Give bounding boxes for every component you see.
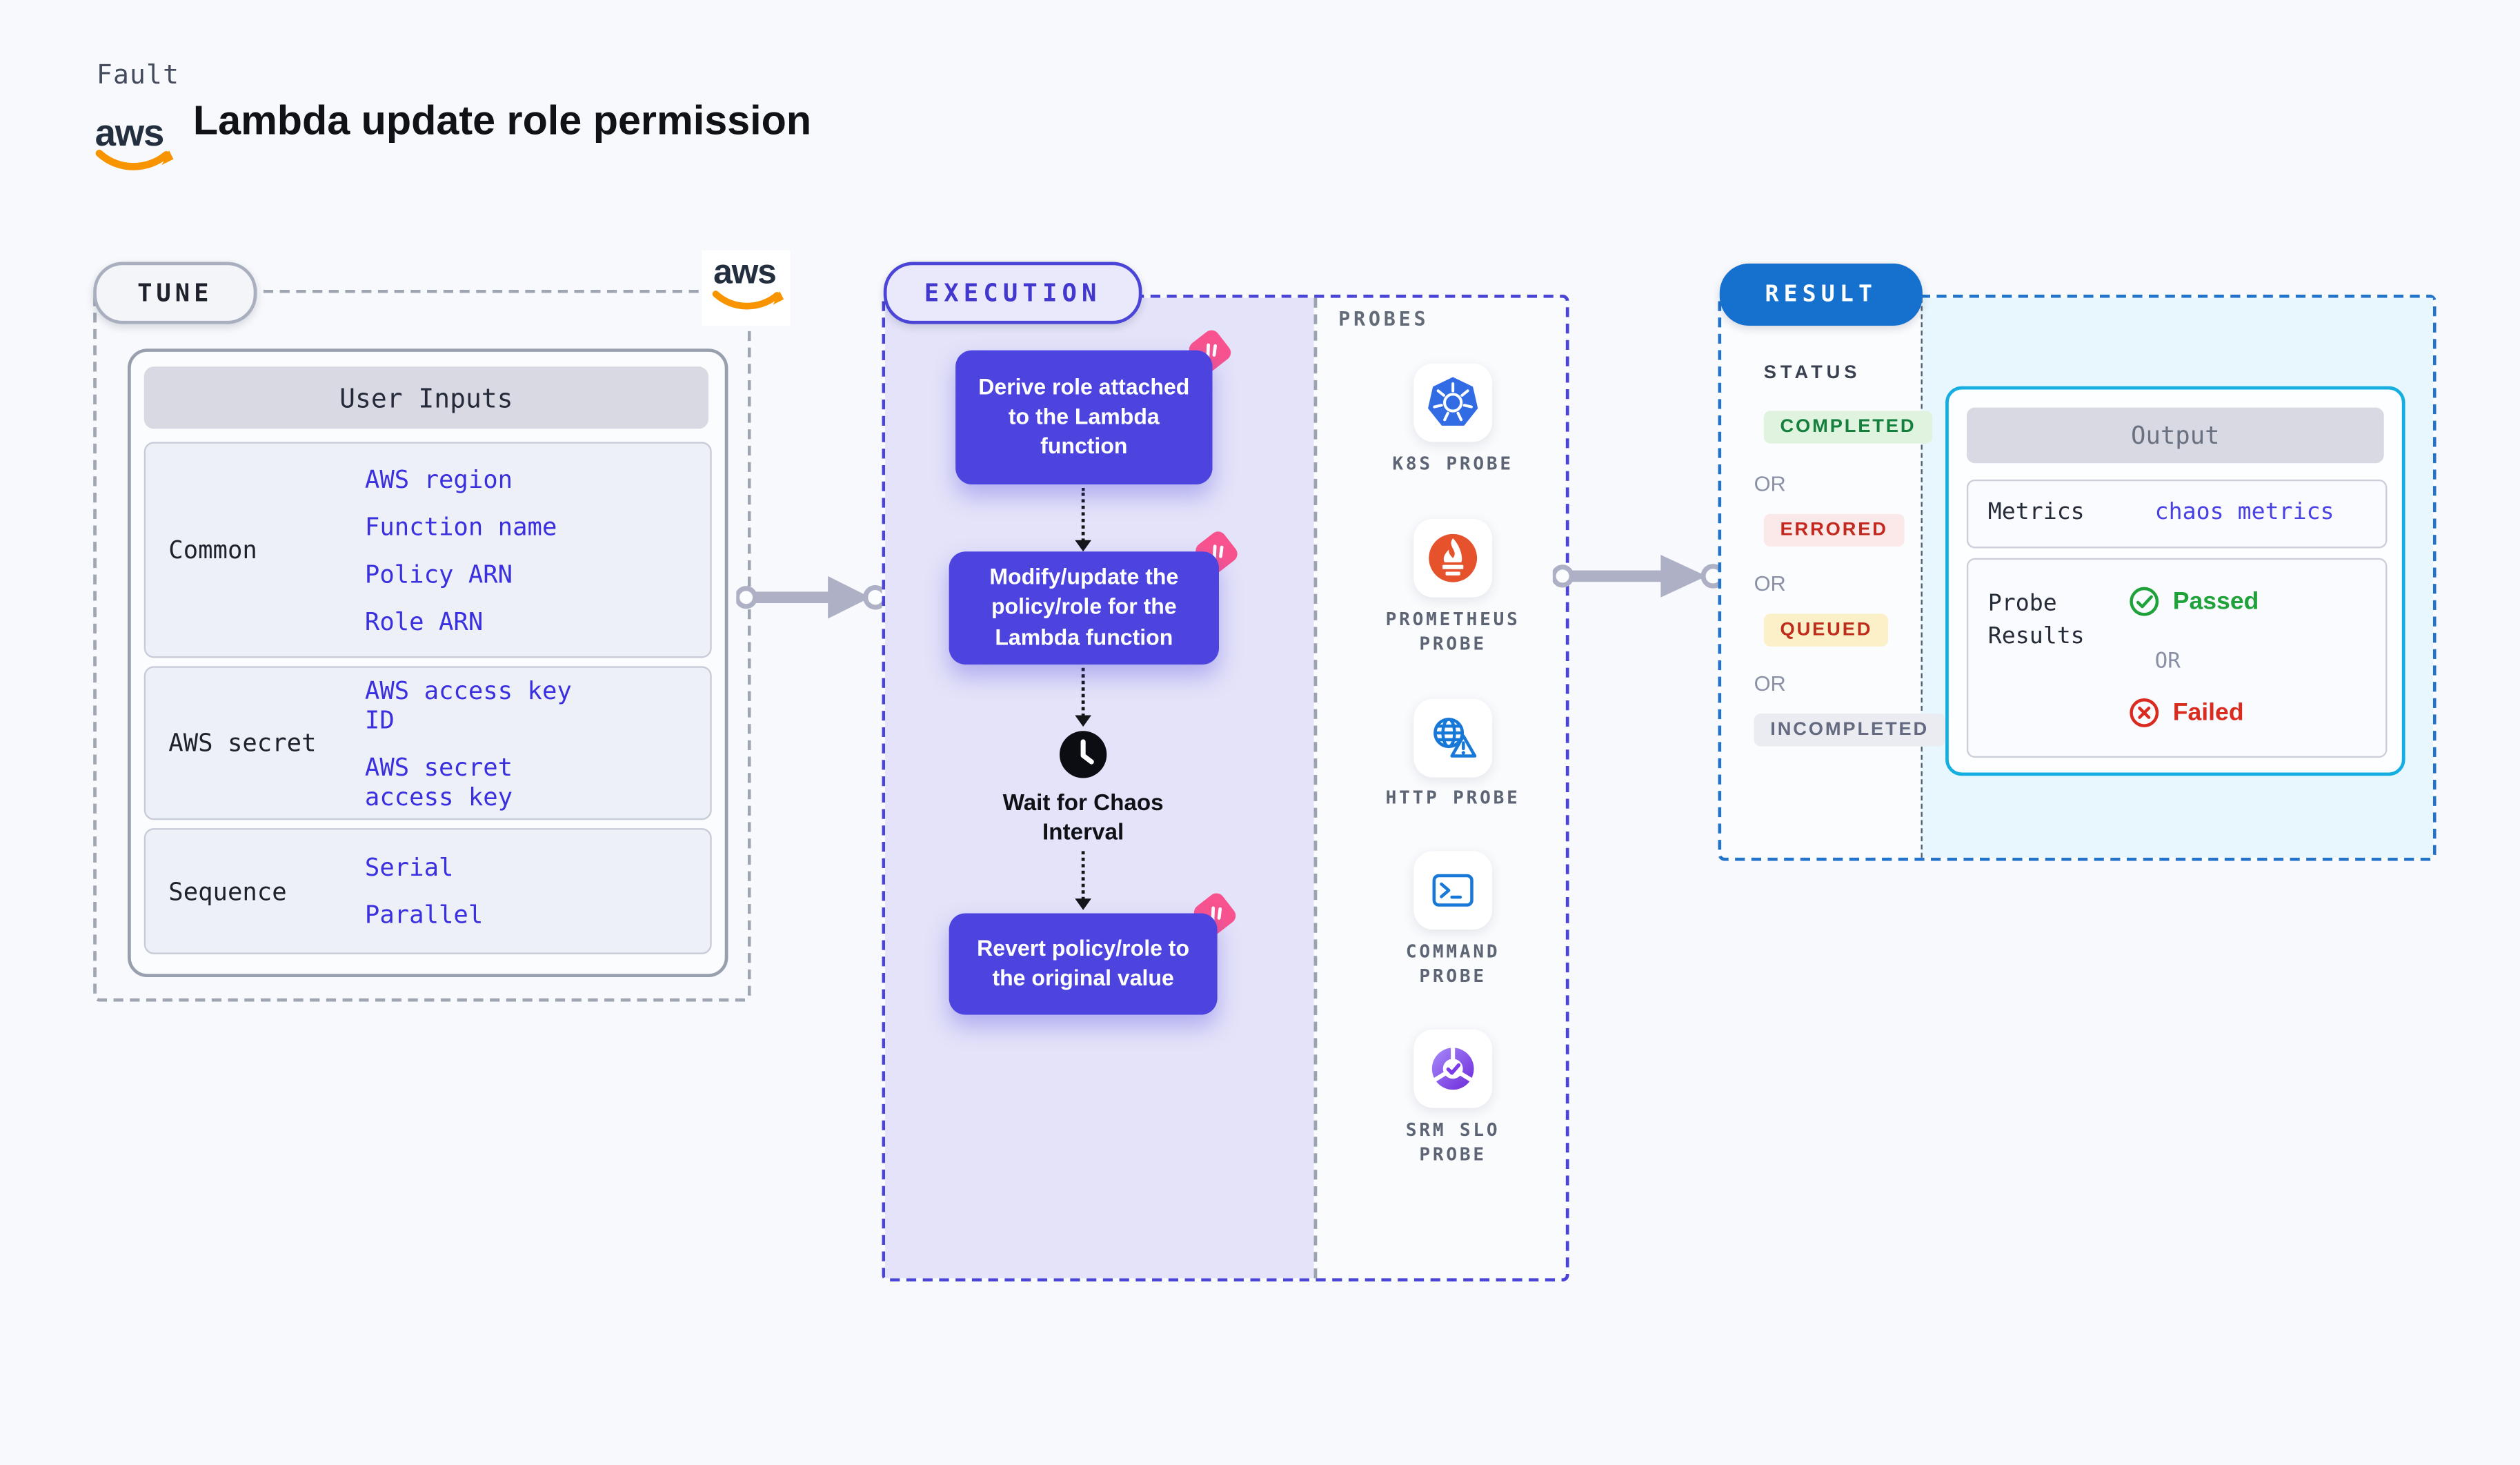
- user-inputs-header: User Inputs: [143, 366, 708, 429]
- failed-label: Failed: [2172, 698, 2244, 727]
- output-header: Output: [1966, 407, 2384, 464]
- probe-card-prometheus: [1413, 518, 1493, 598]
- user-inputs-row-sequence: Sequence Serial Parallel: [143, 828, 712, 954]
- probes-divider: [1313, 297, 1318, 1279]
- aws-logo-text: aws: [95, 111, 165, 154]
- row-label: Sequence: [168, 876, 287, 906]
- metrics-label: Metrics: [1987, 499, 2085, 526]
- passed-check-icon: [2130, 587, 2159, 616]
- fault-eyebrow: Fault: [96, 59, 180, 90]
- kubernetes-icon: [1428, 377, 1478, 426]
- arrow-tune-to-execution: [736, 576, 887, 619]
- wait-interval-label: Wait for Chaos Interval: [1002, 789, 1164, 845]
- user-inputs-card: User Inputs Common AWS region Function n…: [128, 348, 728, 977]
- tune-aws-logo: aws: [702, 250, 791, 326]
- result-divider: [1921, 297, 1923, 858]
- status-badge-errored: ERRORED: [1763, 513, 1905, 547]
- input-value: Parallel: [364, 900, 484, 930]
- aws-smile-icon: [712, 291, 784, 310]
- input-value: AWS secret access key: [364, 751, 513, 812]
- execution-pill: EXECUTION: [883, 262, 1142, 324]
- output-row-probe-results: Probe Results Passed OR Failed: [1966, 558, 2388, 758]
- probe-card-http: [1413, 698, 1493, 778]
- tune-section-frame: [93, 289, 751, 1002]
- status-badge-queued: QUEUED: [1763, 613, 1889, 647]
- probe-label: HTTP PROBE: [1385, 787, 1520, 809]
- aws-smile-icon: [95, 149, 174, 170]
- failed-x-icon: [2130, 698, 2159, 727]
- output-row-metrics: Metrics chaos metrics: [1966, 479, 2388, 549]
- step-label: Modify/update the policy/role for the La…: [949, 551, 1219, 665]
- probe-results-label: Probe Results: [1987, 591, 2085, 649]
- status-badge-incompleted: INCOMPLETED: [1754, 714, 1945, 747]
- input-value: AWS region: [364, 464, 513, 494]
- failed-line: Failed: [2129, 697, 2244, 728]
- flow-connector: [1075, 851, 1091, 910]
- input-value: Function name: [364, 511, 557, 541]
- flow-connector: [1075, 667, 1091, 727]
- or-separator: OR: [1754, 471, 1786, 496]
- command-icon: [1432, 874, 1474, 907]
- step-modify-policy: Modify/update the policy/role for the La…: [949, 528, 1241, 665]
- input-value: Serial: [364, 852, 454, 883]
- output-card: Output Metrics chaos metrics Probe Resul…: [1945, 386, 2405, 776]
- step-label: Derive role attached to the Lambda funct…: [955, 350, 1213, 485]
- probes-heading: PROBES: [1338, 307, 1429, 331]
- input-value: AWS access key ID: [364, 675, 572, 734]
- row-label: AWS secret: [168, 728, 317, 758]
- arrow-execution-to-result: [1552, 555, 1726, 598]
- input-value: Policy ARN: [364, 558, 513, 589]
- or-separator: OR: [1754, 571, 1786, 596]
- clock-icon: [1059, 731, 1107, 778]
- probe-label: PROMETHEUS PROBE: [1385, 609, 1520, 655]
- prometheus-icon: [1429, 533, 1478, 582]
- probe-label: COMMAND PROBE: [1405, 941, 1500, 987]
- probe-card-command: [1413, 851, 1493, 930]
- user-inputs-row-common: Common AWS region Function name Policy A…: [143, 442, 712, 658]
- probe-card-srm-slo: [1413, 1029, 1493, 1108]
- step-label: Revert policy/role to the original value: [949, 913, 1218, 1015]
- srm-slo-icon: [1431, 1046, 1474, 1090]
- input-value: Role ARN: [364, 606, 484, 636]
- flow-connector: [1075, 487, 1091, 552]
- result-pill: RESULT: [1719, 263, 1923, 326]
- status-heading: STATUS: [1763, 363, 1861, 384]
- user-inputs-row-aws-secret: AWS secret AWS access key ID AWS secret …: [143, 666, 712, 820]
- chaos-metrics-link: chaos metrics: [2154, 499, 2334, 526]
- tune-pill: TUNE: [93, 262, 257, 324]
- page-title: Lambda update role permission: [192, 98, 812, 144]
- aws-logo: aws: [95, 111, 177, 177]
- probe-label: SRM SLO PROBE: [1405, 1119, 1500, 1166]
- row-label: Common: [168, 535, 257, 565]
- or-separator: OR: [1754, 671, 1786, 696]
- probe-label: K8S PROBE: [1392, 453, 1514, 475]
- passed-line: Passed: [2129, 586, 2259, 617]
- status-badge-completed: COMPLETED: [1763, 411, 1933, 444]
- http-icon: [1433, 718, 1477, 758]
- step-derive-role: Derive role attached to the Lambda funct…: [955, 326, 1234, 485]
- aws-logo-text: aws: [713, 253, 777, 292]
- step-revert-policy: Revert policy/role to the original value: [949, 889, 1240, 1015]
- passed-label: Passed: [2172, 587, 2259, 616]
- or-separator: OR: [2154, 649, 2181, 675]
- probe-card-k8s: [1413, 363, 1493, 442]
